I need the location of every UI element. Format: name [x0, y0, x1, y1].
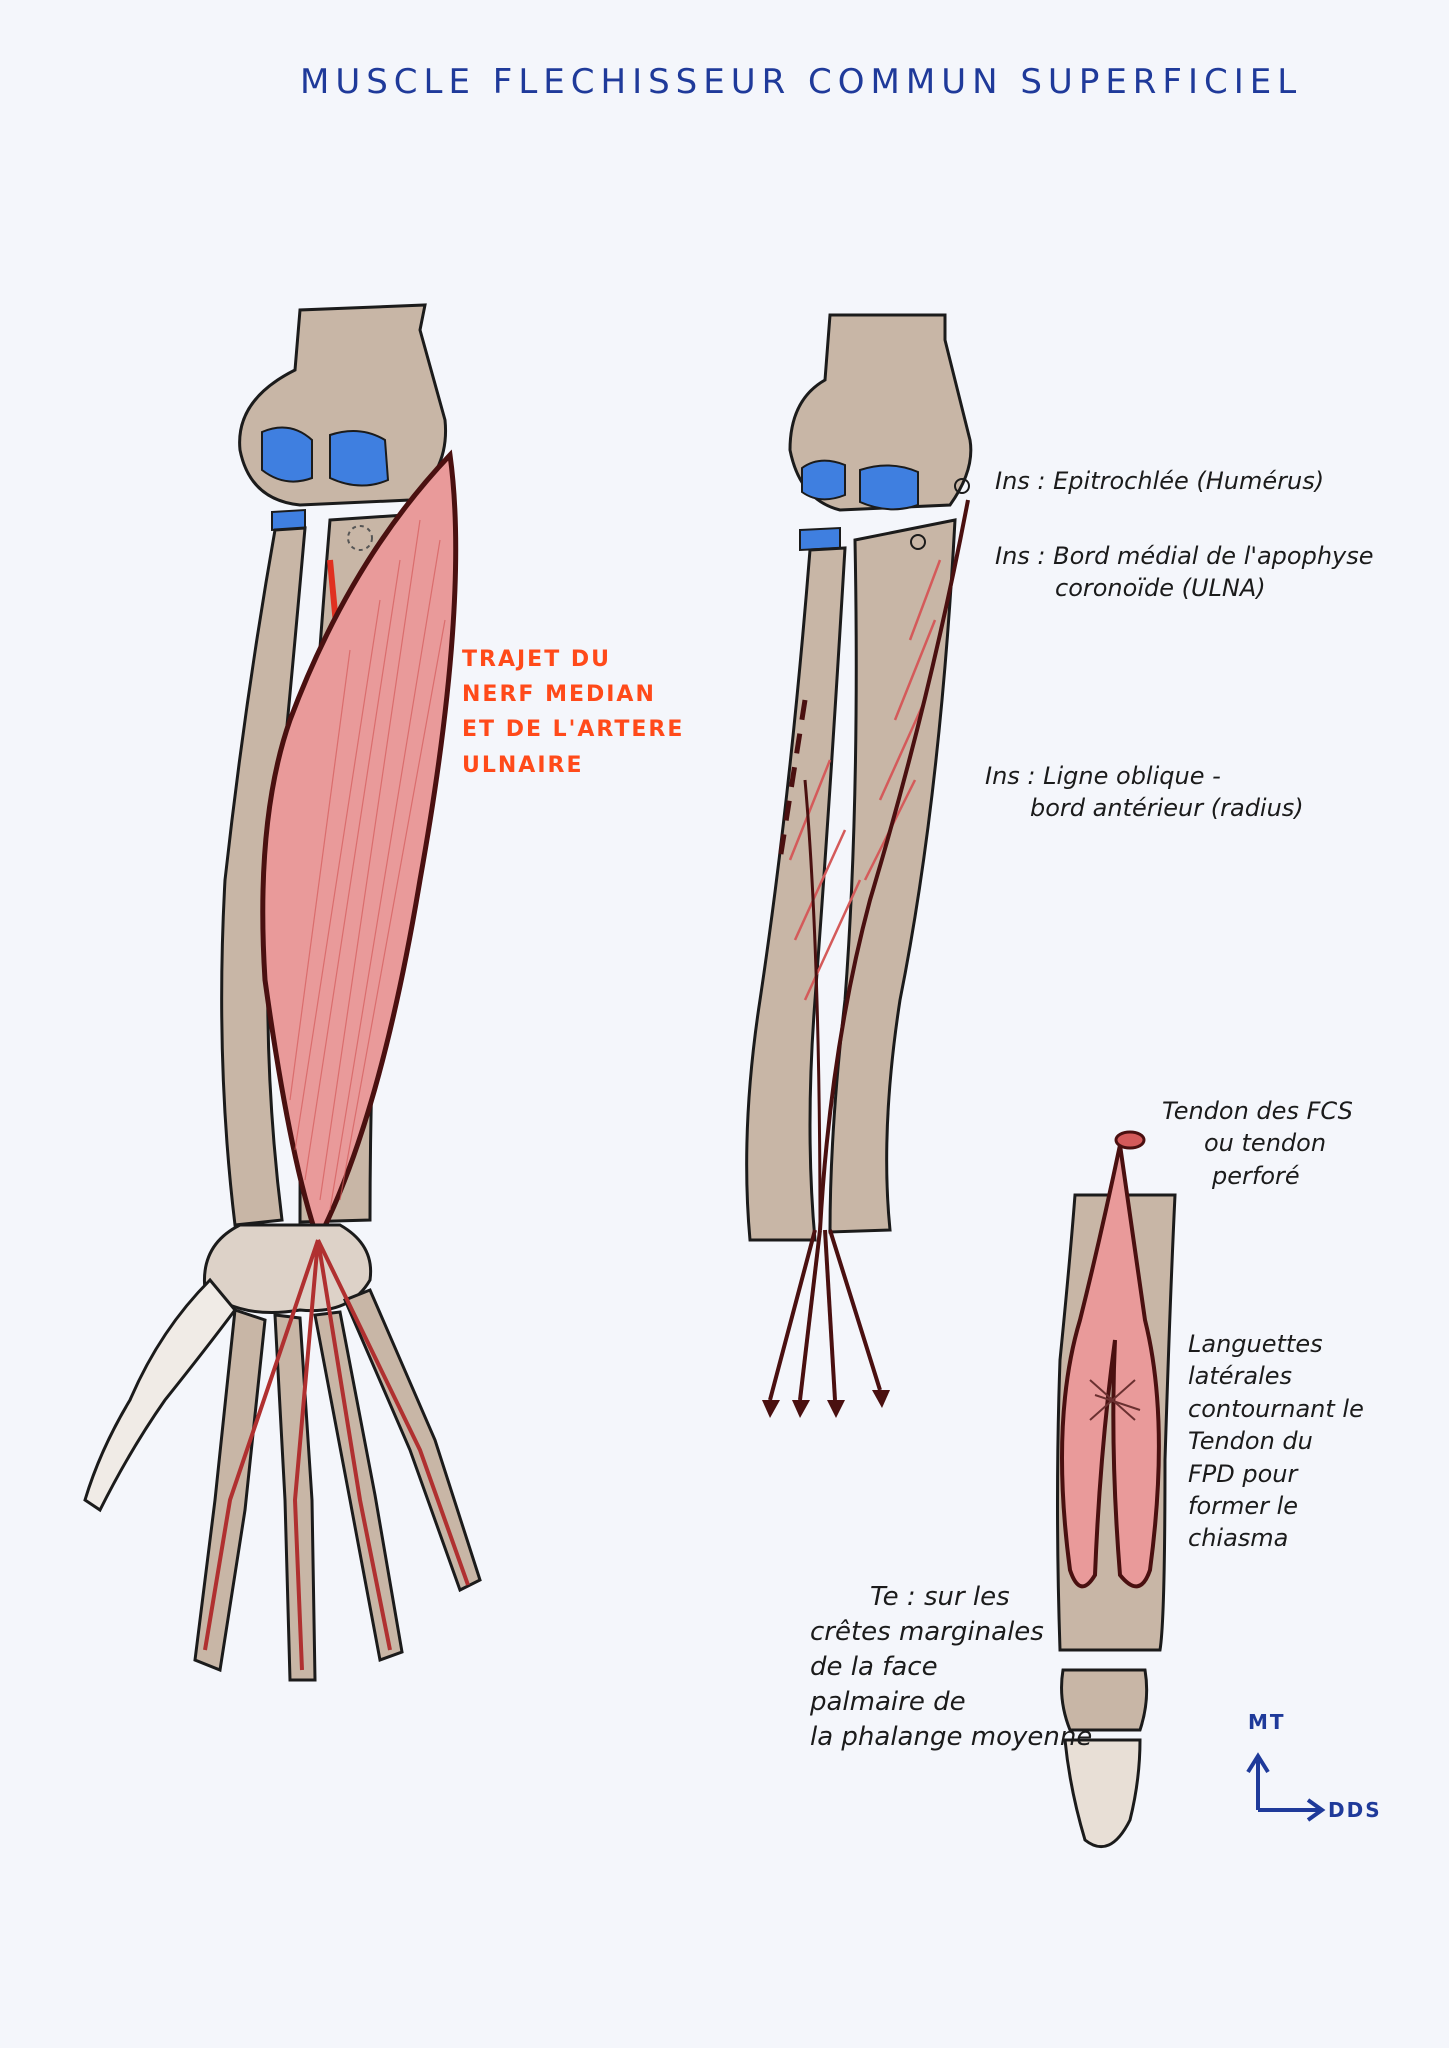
left-forearm-figure: [83, 303, 482, 1682]
fcs-tendons-left: [203, 1239, 470, 1671]
ulna-middle: [828, 518, 957, 1234]
page-title: MUSCLE FLECHISSEUR COMMUN SUPERFICIEL: [300, 62, 1303, 102]
nerve-artery-annotation: TRAJET DU NERF MEDIAN ET DE L'ARTERE ULN…: [462, 647, 685, 778]
middle-phalanx: [1060, 1668, 1149, 1732]
terminal-insertion-label: Te : sur les crêtes marginales de la fac…: [810, 1582, 1093, 1753]
axis-label-horizontal: DDS: [1328, 1798, 1382, 1822]
cartilage-mid-1: [801, 459, 846, 501]
insertion-epitrochlee: Ins : Epitrochlée (Humérus): [995, 467, 1325, 495]
axis-label-vertical: MT: [1248, 1710, 1286, 1734]
carpal-bones-left: [202, 1223, 373, 1314]
cartilage-mid-3: [799, 526, 841, 552]
cartilage-mid-2: [859, 464, 919, 511]
finger-2-left: [193, 1307, 267, 1673]
fcs-tendon-split: [1060, 1144, 1161, 1589]
chiasma-lines: [1089, 1379, 1141, 1421]
insertion-ligne-oblique: Ins : Ligne oblique - bord antérieur (ra…: [985, 762, 1304, 823]
insertion-dashed-line: [777, 699, 808, 861]
thumb-left: [83, 1277, 237, 1513]
tendon-fcs-label: Tendon des FCS ou tendon perforé: [1162, 1097, 1353, 1190]
distal-phalanx: [1063, 1738, 1142, 1849]
middle-forearm-figure: [745, 313, 973, 1418]
nerve-circle: [347, 525, 373, 551]
fcs-tendons-middle: [768, 1229, 882, 1401]
cartilage-left-2: [329, 430, 390, 487]
muscle-outline-mid: [818, 499, 970, 1231]
orientation-axis: [1246, 1752, 1326, 1822]
finger-tendon-figure: [1056, 1130, 1177, 1849]
cartilage-left-1: [261, 426, 313, 483]
insertion-coronoide: Ins : Bord médial de l'apophyse coronoïd…: [995, 542, 1374, 603]
radius-middle: [745, 546, 847, 1242]
languettes-label: Languettes latérales contournant le Tend…: [1188, 1330, 1364, 1553]
